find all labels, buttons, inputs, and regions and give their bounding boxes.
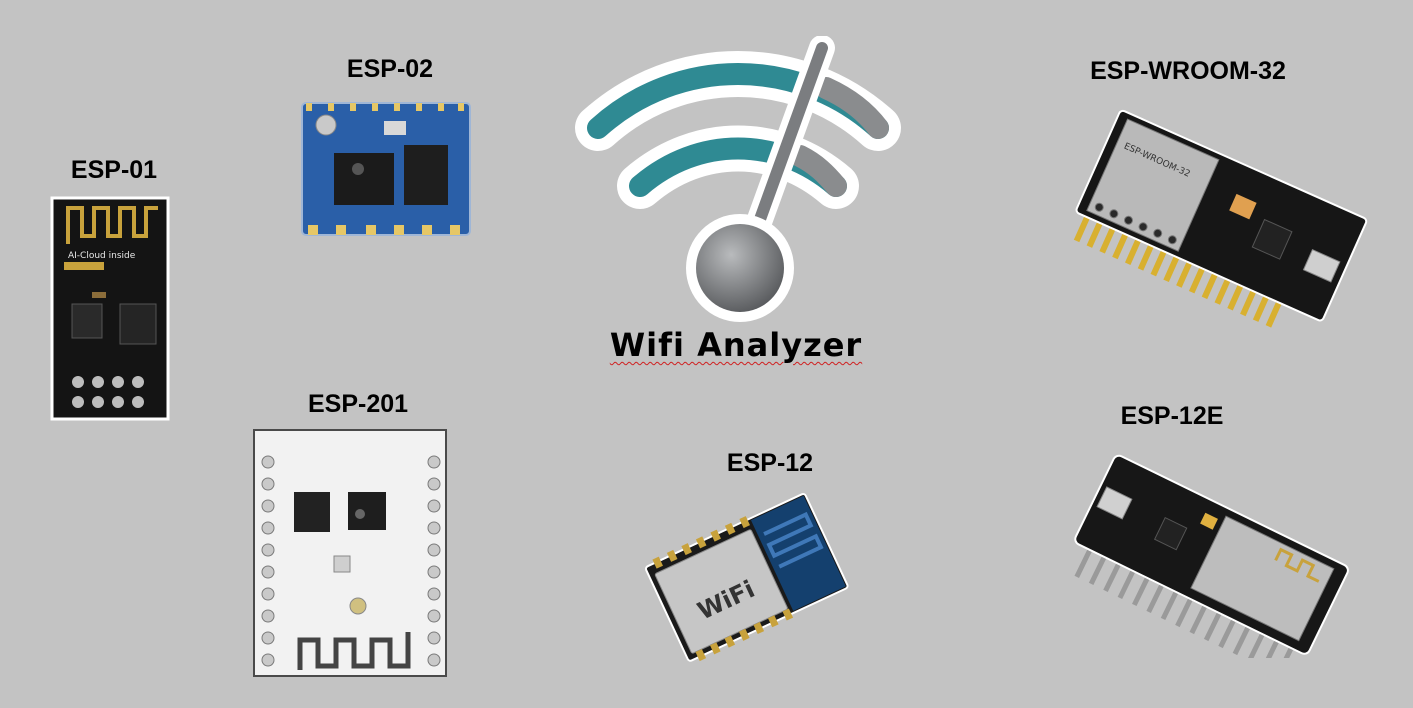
module-label-esp12e: ESP-12E — [1120, 402, 1224, 430]
app-title: Wifi Analyzer — [609, 326, 863, 364]
esp01-board-icon: AI-Cloud inside — [50, 196, 170, 421]
esp201-board-icon — [250, 426, 450, 680]
esp-wroom-32-board-icon: ESP-WROOM-32 — [1058, 90, 1388, 335]
esp02-board-icon — [298, 99, 474, 239]
esp12e-board-icon — [1058, 448, 1358, 658]
esp12-board-icon: WiFi — [630, 486, 860, 666]
module-label-esp12: ESP-12 — [726, 449, 814, 477]
module-label-esp02: ESP-02 — [346, 55, 434, 83]
module-label-esp201: ESP-201 — [307, 390, 409, 418]
esp01-silkscreen: AI-Cloud inside — [68, 251, 136, 261]
module-label-esp01: ESP-01 — [70, 156, 158, 184]
wifi-analyzer-logo-icon — [568, 35, 908, 326]
module-label-esp-wroom-32: ESP-WROOM-32 — [1090, 57, 1286, 85]
